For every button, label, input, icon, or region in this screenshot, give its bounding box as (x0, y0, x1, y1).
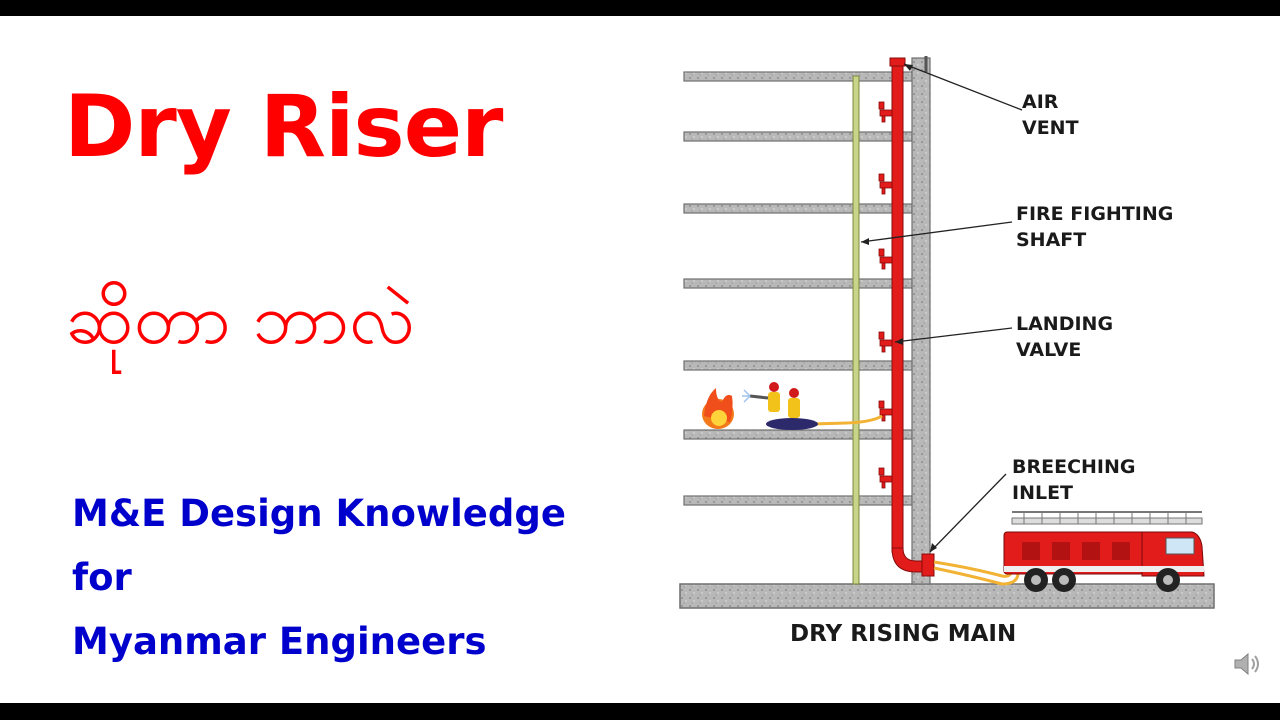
tagline-line-1: M&E Design Knowledge (72, 492, 566, 535)
floor-slab (683, 203, 913, 214)
floor-slab (683, 429, 913, 440)
landing-valve (878, 467, 893, 489)
landing-valve (878, 101, 893, 123)
floor-slab (683, 131, 913, 142)
breeching-inlet-label: BREECHING (1012, 456, 1135, 478)
air-vent-label: VENT (1022, 117, 1079, 139)
tagline-line-2: for (72, 556, 132, 599)
floor-slab (683, 278, 913, 289)
shaft-label: SHAFT (1016, 229, 1086, 251)
floor-slabs (683, 71, 913, 506)
breeching-inlet (921, 553, 935, 577)
floor-slab (683, 495, 913, 506)
shaft-wall (911, 57, 931, 585)
speaker-icon[interactable] (1232, 650, 1262, 678)
landing-valves (878, 101, 893, 489)
slide: Dry Riser ဆိုတာ ဘာလဲ M&E Design Knowledg… (0, 16, 1280, 703)
riser-pipe (889, 57, 925, 573)
ground-slab (679, 583, 1215, 609)
slide-title: Dry Riser (64, 77, 503, 177)
diagram-caption: DRY RISING MAIN (790, 621, 1016, 647)
floor-slab (683, 360, 913, 371)
landing-valve (878, 400, 893, 422)
leader-lines (860, 63, 1023, 553)
air-vent-label: AIR (1022, 91, 1059, 113)
landing-valve-label: LANDING (1016, 313, 1113, 335)
landing-valve (878, 173, 893, 195)
hose (811, 414, 883, 426)
landing-valve (878, 331, 893, 353)
inlet-hose (933, 566, 1020, 586)
fire-fighting-shaft-line (852, 75, 860, 585)
shaft-label: FIRE FIGHTING (1016, 203, 1173, 225)
firefighters-icon (742, 382, 818, 430)
dry-riser-diagram: AIR VENT FIRE FIGHTING SHAFT LANDING VAL… (679, 56, 1215, 647)
breeching-inlet-label: INLET (1012, 482, 1073, 504)
floor-slab (683, 71, 913, 82)
landing-valve (878, 248, 893, 270)
slide-subtitle: ဆိုတာ ဘာလဲ (66, 278, 415, 360)
landing-valve-label: VALVE (1016, 339, 1081, 361)
fire-engine-icon (1003, 511, 1205, 592)
fire-icon (702, 388, 734, 429)
tagline-line-3: Myanmar Engineers (72, 620, 487, 663)
tagline: M&E Design Knowledge for Myanmar Enginee… (72, 482, 566, 674)
